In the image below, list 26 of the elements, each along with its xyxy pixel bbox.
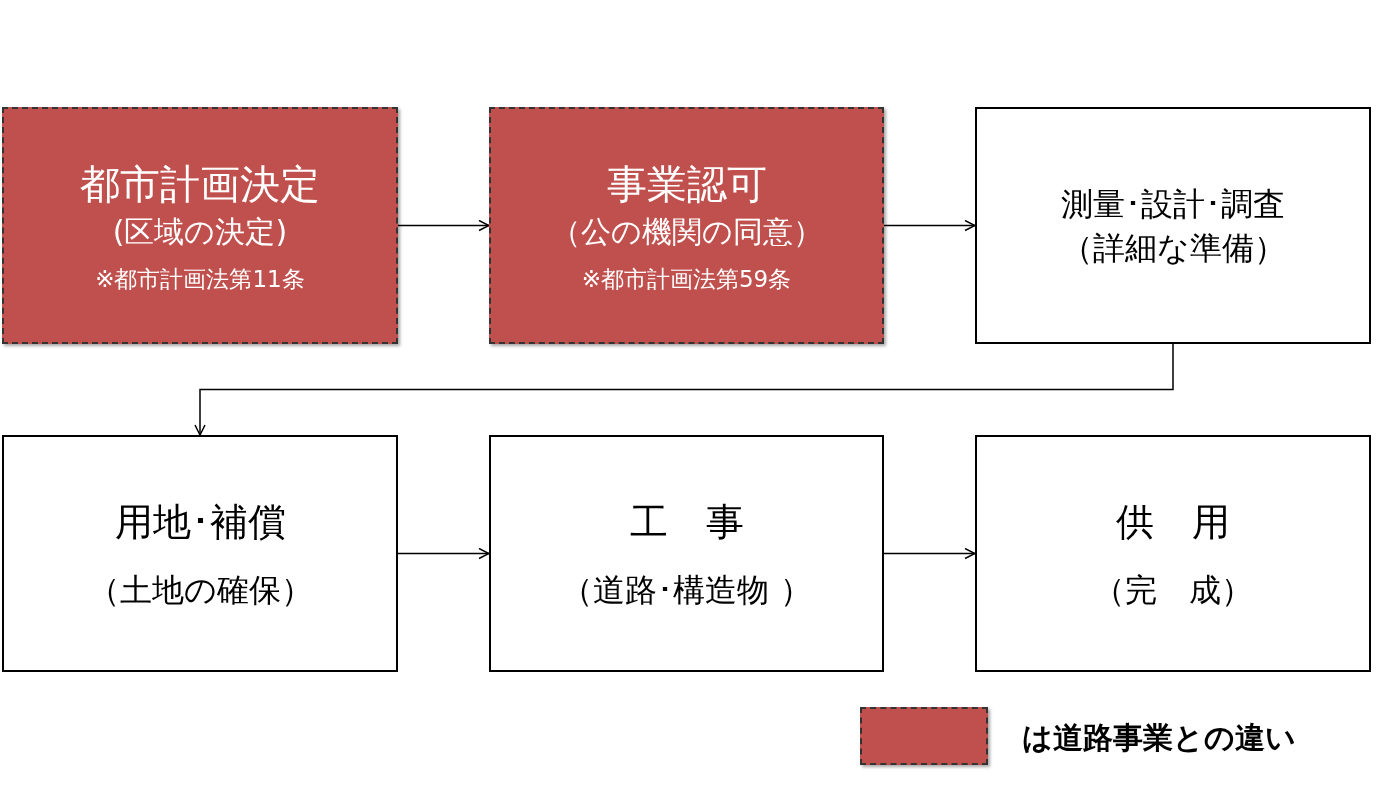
step-subtitle: （道路･構造物 ） [561,570,812,611]
process-box [489,435,884,672]
law-reference: ※都市計画法第59条 [581,264,792,294]
process-box [975,435,1371,672]
step-title: 測量･設計･調査 [1061,183,1285,224]
step-subtitle: （完 成） [1093,570,1253,611]
step-subtitle: （公の機関の同意） [550,213,823,251]
step-title: 供 用 [1116,498,1230,546]
step-title: 用地･補償 [114,498,286,546]
law-reference: ※都市計画法第11条 [95,264,305,294]
arrow [883,219,976,232]
highlighted-process-box [489,107,884,344]
arrow [397,547,490,560]
arrow [883,547,976,560]
step-title: 工 事 [629,498,744,546]
step-title: 事業認可 [606,160,767,210]
step-subtitle: （詳細な準備） [1060,227,1286,268]
step-subtitle: (区域の決定) [112,213,288,251]
arrow [194,343,1174,436]
process-box [975,107,1371,344]
step-subtitle: （土地の確保） [87,570,313,611]
process-box [2,435,398,672]
step-title: 都市計画決定 [80,160,320,210]
arrow [397,219,490,232]
legend-text: は道路事業との違い [1022,719,1296,757]
highlighted-process-box [2,107,398,344]
